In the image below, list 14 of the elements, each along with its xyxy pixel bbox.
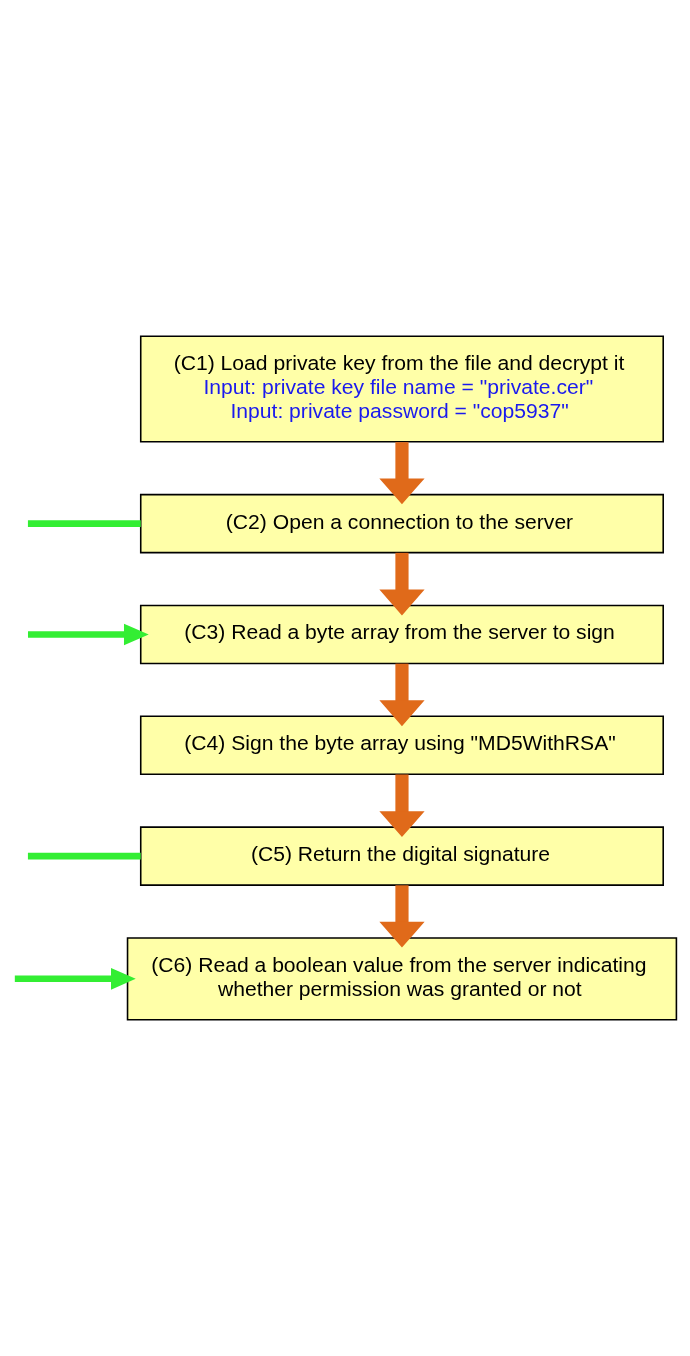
- node-box: (C5) Return the digital signature: [139, 826, 664, 886]
- node-box: (C2) Open a connection to the server: [139, 493, 664, 554]
- arrow: [379, 552, 425, 616]
- node-box: (C3) Read a byte array from the server to sign: [139, 604, 664, 665]
- arrow: [379, 885, 425, 948]
- node-box: (C4) Sign the byte array using "MD5WithRSA": [139, 715, 664, 776]
- arrow: [14, 968, 136, 990]
- arrow: [379, 663, 425, 727]
- node-box: (C6) Read a boolean value from the server indicating whether permission was granted or not: [126, 937, 678, 1021]
- connector: [27, 520, 141, 527]
- arrow: [379, 442, 425, 505]
- node-box: (C1) Load private key from the file and decrypt it Input: private key file name = "private.cer" Input: private password = "cop5937": [139, 335, 664, 443]
- arrow: [379, 774, 425, 838]
- connector: [27, 852, 141, 860]
